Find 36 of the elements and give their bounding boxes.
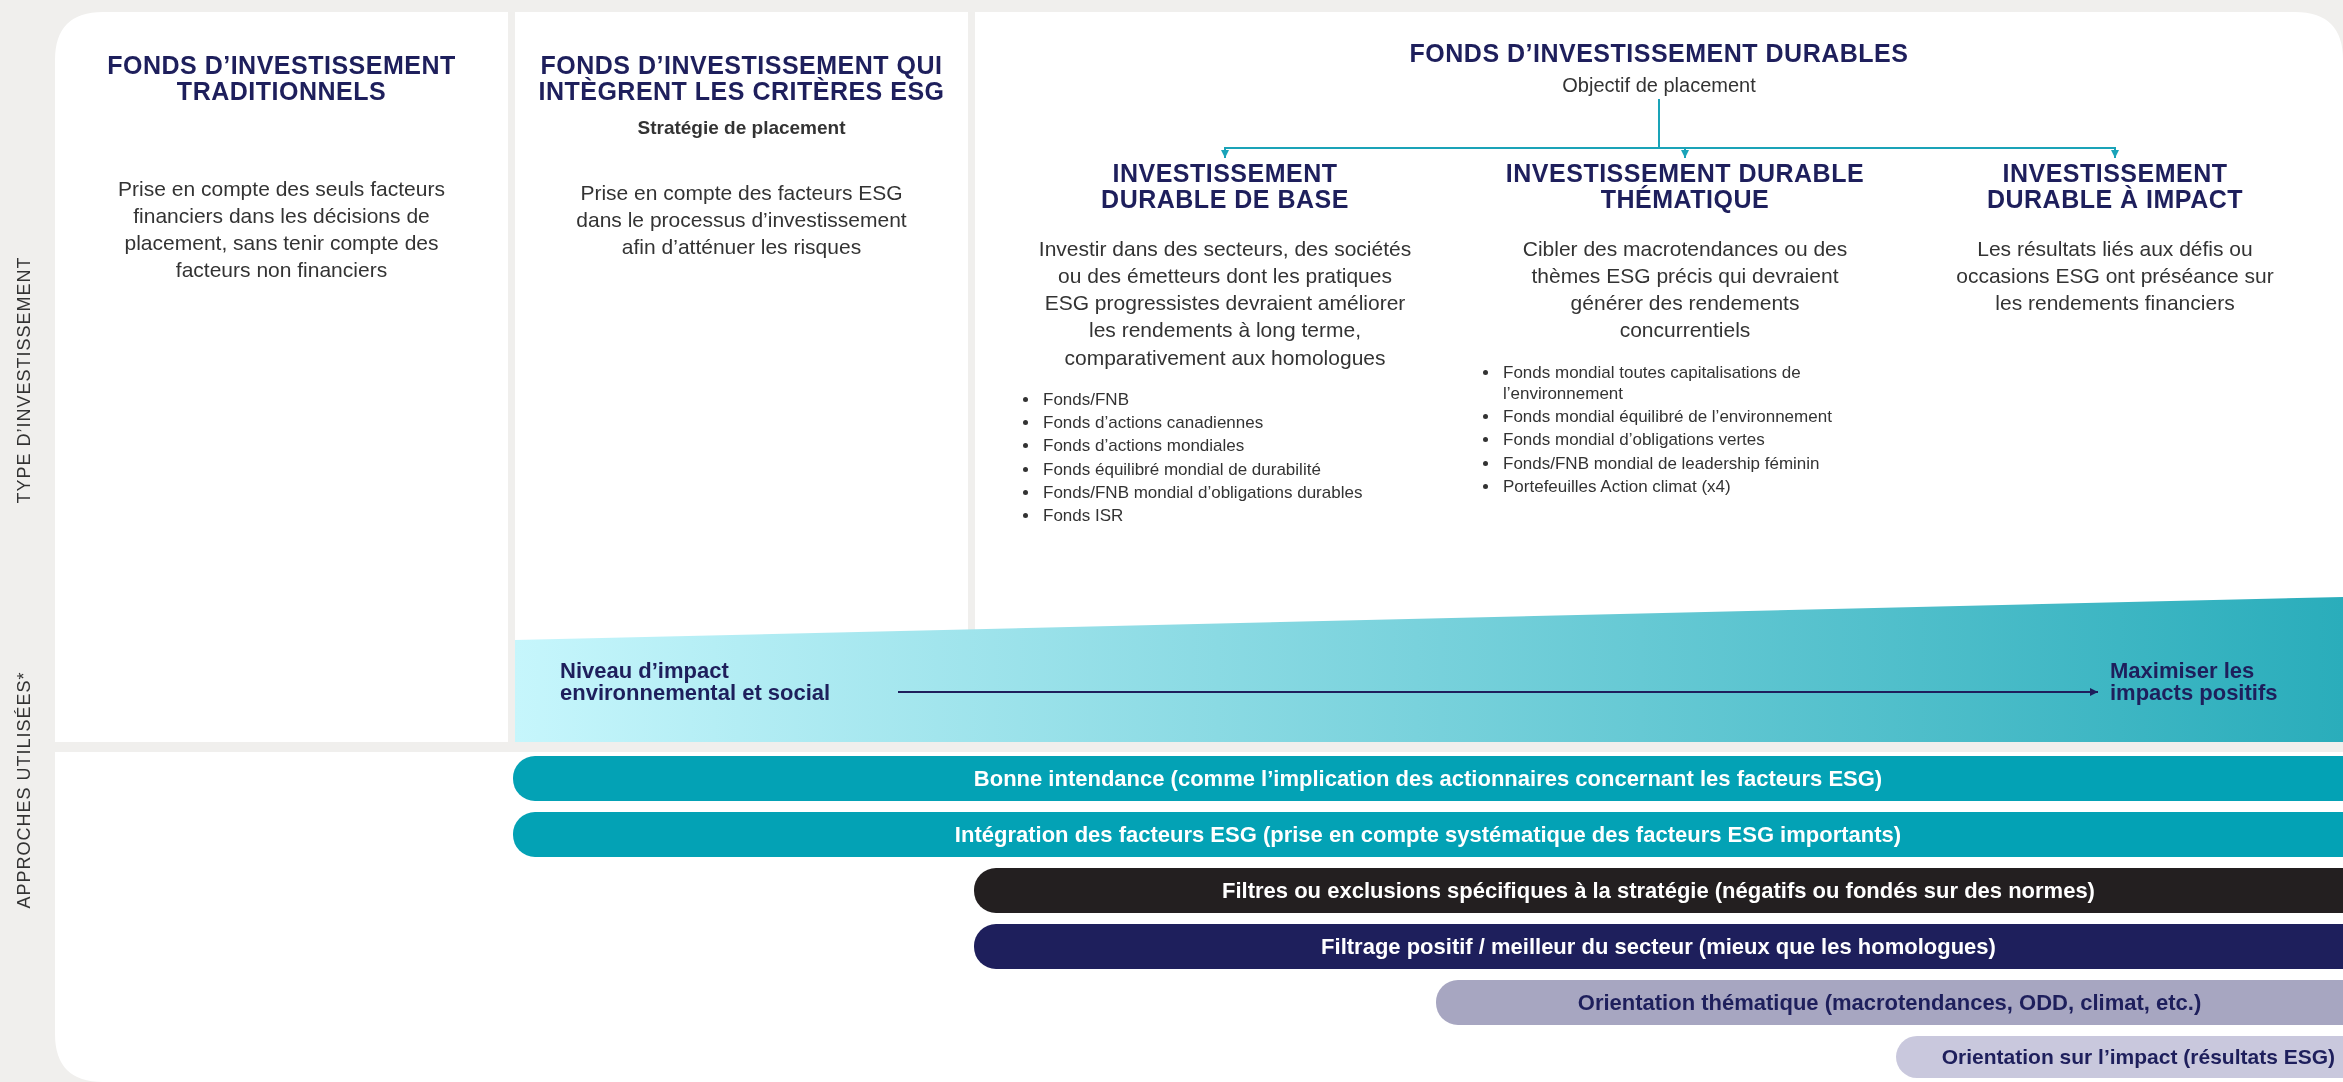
approach-bar: Filtres ou exclusions spécifiques à la stratégie (négatifs ou fondés sur des normes) [974,868,2343,913]
subheading: Stratégie de placement [636,116,847,139]
description: Prise en compte des facteurs ESG dans le processus d’investissement afin d’atténuer les risques [575,179,908,261]
axis-title: APPROCHES UTILISÉES* [13,671,35,909]
description: Les résultats liés aux défis ou occasions ESG ont préséance sur les rendements financiers [1955,235,2275,317]
arrow [897,688,2099,696]
axis-label: Niveau d’impact environnemental et social [560,660,832,704]
description: Investir dans des secteurs, des sociétés ou des émetteurs dont les pratiques ESG progressistes devraient améliorer les rendements à long terme, comparativement aux homologues [1037,235,1413,371]
approach-bar: Orientation sur l’impact (résultats ESG) [1896,1036,2343,1078]
fund-name: Fonds d’actions canadiennes [1043,413,1264,433]
fund-name: Fonds mondial équilibré de l’environnement [1503,407,1832,427]
fund-name: Fonds/FNB mondial de leadership féminin [1503,453,1820,473]
fund-name: Fonds/FNB [1043,390,1129,409]
heading: INVESTISSEMENT DURABLE DE BASE [1100,160,1350,213]
description: Cibler des macrotendances ou des thèmes ESG précis qui devraient générer des rendements concurrentiels [1521,235,1849,344]
heading: FONDS D’INVESTISSEMENT TRADITIONNELS [106,52,457,105]
fund-name: Fonds/FNB mondial d’obligations durables [1043,483,1363,502]
fund-name: Fonds équilibré mondial de durabilité [1043,459,1321,479]
heading: INVESTISSEMENT DURABLE THÉMATIQUE [1504,160,1866,213]
approach-bar: Bonne intendance (comme l’implication des actionnaires concernant les facteurs ESG) [513,756,2343,801]
description: Prise en compte des seuls facteurs financiers dans les décisions de placement, sans tenir compte des facteurs non financiers [117,175,446,284]
fund-name: Portefeuilles Action climat (x4) [1503,476,1731,496]
heading: INVESTISSEMENT DURABLE À IMPACT [1985,160,2245,213]
axis-title: TYPE D’INVESTISSEMENT [13,256,35,504]
axis-label: Maximiser les impacts positifs [2110,660,2279,704]
fund-name: Fonds ISR [1043,506,1124,526]
approach-bar: Orientation thématique (macrotendances, ODD, climat, etc.) [1436,980,2343,1025]
subheading: Objectif de placement [1561,74,1757,98]
fund-name: Fonds mondial d’obligations vertes [1503,430,1765,450]
arrow [1658,98,2119,159]
fund-name: Fonds mondial toutes capitalisations de l’environnement [1503,362,1801,403]
fund-name: Fonds d’actions mondiales [1043,436,1245,456]
heading: FONDS D’INVESTISSEMENT DURABLES [1408,40,1910,67]
approach-bar: Intégration des facteurs ESG (prise en compte systématique des facteurs ESG importants) [513,812,2343,857]
approach-bar: Filtrage positif / meilleur du secteur (mieux que les homologues) [974,924,2343,969]
heading: FONDS D’INVESTISSEMENT QUI INTÈGRENT LES CRITÈRES ESG [537,52,946,105]
